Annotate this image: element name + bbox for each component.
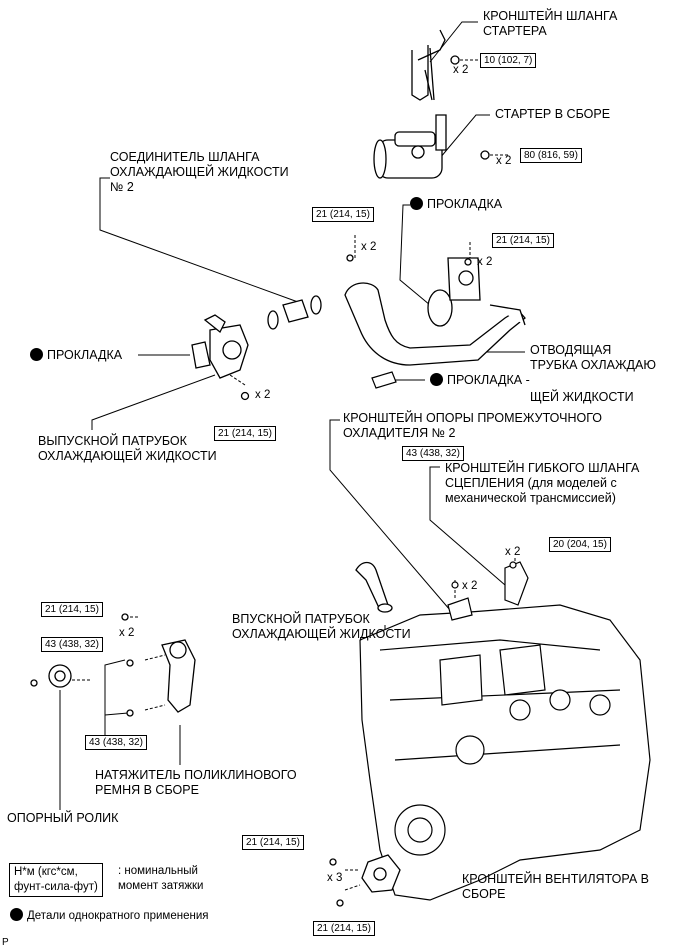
qty-clutch: x 2 [505, 546, 521, 558]
idler-pulley-part [30, 664, 72, 688]
starter-assembly [373, 114, 490, 179]
qty-intercooler: x 2 [462, 580, 478, 592]
clutch-hose-bracket-part [504, 561, 529, 606]
qty-pipe-right: x 2 [477, 256, 493, 268]
torque-fan-bottom: 21 (214, 15) [313, 921, 375, 936]
label-clutch-hose-bracket: КРОНШТЕЙН ГИБКОГО ШЛАНГА СЦЕПЛЕНИЯ (для … [445, 461, 640, 505]
label-coolant-hose-joint: СОЕДИНИТЕЛЬ ШЛАНГА ОХЛАЖДАЮЩЕЙ ЖИДКОСТИ … [110, 150, 289, 194]
single-use-marker-icon [430, 373, 443, 386]
fan-bracket-part [329, 854, 401, 907]
leader-tensioner-c [104, 712, 129, 716]
label-coolant-inlet: ВПУСКНОЙ ПАТРУБОК ОХЛАЖДАЮЩЕЙ ЖИДКОСТИ [232, 612, 411, 641]
torque-fan-top: 21 (214, 15) [242, 835, 304, 850]
torque-intercooler: 43 (438, 32) [402, 446, 464, 461]
label-fan-bracket: КРОНШТЕЙН ВЕНТИЛЯТОРА В СБОРЕ [462, 872, 650, 901]
gasket-part [371, 371, 397, 389]
belt-tensioner-part [121, 613, 196, 717]
coolant-outlet-pipe [344, 254, 526, 366]
single-use-marker-icon [30, 348, 43, 361]
qty-fan: x 3 [327, 872, 343, 884]
label-coolant-outlet: ВЫПУСКНОЙ ПАТРУБОК ОХЛАЖДАЮЩЕЙ ЖИДКОСТИ [38, 434, 217, 463]
qty-outlet: x 2 [255, 389, 271, 401]
intercooler-bracket-part [447, 581, 473, 621]
engine-block [359, 604, 651, 901]
label-belt-tensioner: НАТЯЖИТЕЛЬ ПОЛИКЛИНОВОГО РЕМНЯ В СБОРЕ [95, 768, 297, 797]
page-mark: P [2, 937, 9, 948]
single-use-marker-icon [10, 908, 23, 921]
hose-joint [267, 295, 322, 330]
legend-torque-unit-desc: : номинальный момент затяжки [118, 865, 204, 892]
starter-hose-bracket [411, 29, 460, 101]
label-gasket-top: ПРОКЛАДКА [410, 197, 502, 212]
torque-tensioner-bottom: 43 (438, 32) [85, 735, 147, 750]
coolant-outlet-fitting [191, 314, 250, 401]
leader-intercooler [329, 419, 451, 611]
leader-outlet [91, 374, 216, 430]
torque-pipe-right: 21 (214, 15) [492, 233, 554, 248]
legend-single-use: Детали однократного применения [10, 908, 208, 924]
torque-tensioner-top: 21 (214, 15) [41, 602, 103, 617]
torque-starter: 80 (816, 59) [520, 148, 582, 163]
torque-idler: 43 (438, 32) [41, 637, 103, 652]
torque-pipe-top: 21 (214, 15) [312, 207, 374, 222]
qty-pipe-top: x 2 [361, 241, 377, 253]
label-intercooler-bracket: КРОНШТЕЙН ОПОРЫ ПРОМЕЖУТОЧНОГО ОХЛАДИТЕЛ… [343, 411, 602, 440]
leader-hose-joint [99, 177, 299, 303]
label-outlet-pipe-cont: ЩЕЙ ЖИДКОСТИ [530, 390, 634, 404]
qty-starter: x 2 [496, 155, 512, 167]
legend-torque-unit-box: Н*м (кгс*см, фунт-сила-фут) [9, 863, 103, 897]
leader-tensioner-b [104, 659, 126, 735]
torque-clutch: 20 (204, 15) [549, 537, 611, 552]
leader-gasket-top [399, 204, 431, 306]
label-gasket-left: ПРОКЛАДКА [30, 348, 122, 363]
torque-starter-bracket: 10 (102, 7) [480, 53, 537, 68]
qty-tensioner: x 2 [119, 627, 135, 639]
single-use-marker-icon [410, 197, 423, 210]
label-idler-pulley: ОПОРНЫЙ РОЛИК [7, 811, 119, 825]
qty-starter-bracket: x 2 [453, 64, 469, 76]
coolant-inlet-hose [355, 561, 393, 613]
torque-outlet: 21 (214, 15) [214, 426, 276, 441]
label-starter-assembly: СТАРТЕР В СБОРЕ [495, 107, 611, 121]
leader-starter [439, 114, 490, 159]
label-gasket-mid: ПРОКЛАДКА - [430, 373, 530, 388]
label-outlet-pipe: ОТВОДЯЩАЯ ТРУБКА ОХЛАЖДАЮ [530, 343, 656, 372]
leader-clutch [429, 466, 506, 586]
label-starter-hose-bracket: КРОНШТЕЙН ШЛАНГА СТАРТЕРА [483, 9, 618, 38]
